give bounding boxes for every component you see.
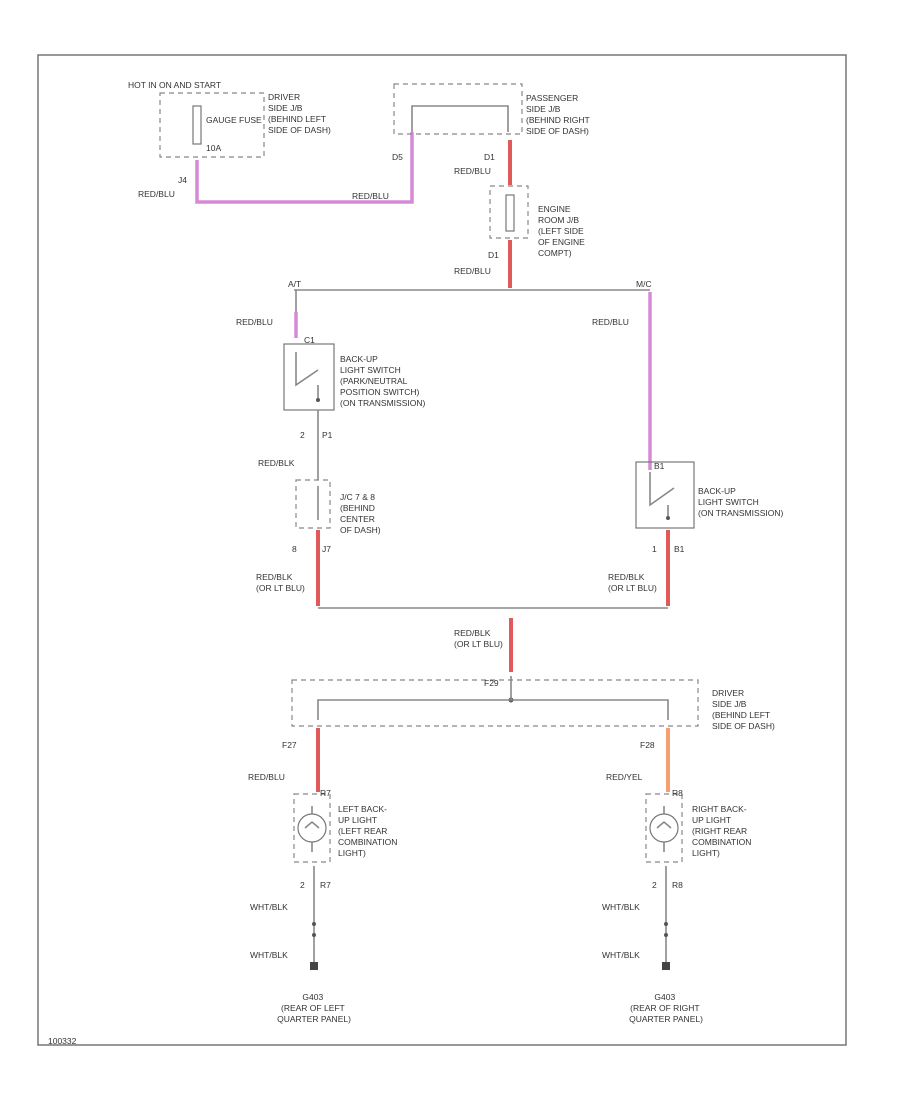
engine-jb-box <box>489 185 529 239</box>
engine-jb-fusible <box>505 194 515 232</box>
left-lamp-label: LEFT BACK- UP LIGHT (LEFT REAR COMBINATI… <box>338 804 400 858</box>
mc-switch-pivot <box>666 516 670 520</box>
wire-color-mc-side: RED/BLK (OR LT BLU) <box>608 572 657 593</box>
right-lamp-box <box>645 793 683 863</box>
wire-color-red-blu-2: RED/BLU <box>352 191 389 201</box>
passenger-jb-box <box>393 83 523 135</box>
wire-color-red-blu-4: RED/BLU <box>454 266 491 276</box>
at-switch-label: BACK-UP LIGHT SWITCH (PARK/NEUTRAL POSIT… <box>340 354 425 408</box>
wire-color-wht-blk-1: WHT/BLK <box>250 902 288 912</box>
trans-at-label: A/T <box>288 279 301 289</box>
wire-color-red-yel: RED/YEL <box>606 772 643 782</box>
wire-color-red-blu-3: RED/BLU <box>454 166 491 176</box>
conn-f27: F27 <box>282 740 297 750</box>
fuse-header-label: HOT IN ON AND START <box>128 80 221 90</box>
diagram-footer-code: 100332 <box>48 1036 77 1046</box>
driver-jb-top-label: DRIVER SIDE J/B (BEHIND LEFT SIDE OF DAS… <box>268 92 331 135</box>
trans-mc-label: M/C <box>636 279 652 289</box>
left-ground-label: G403 (REAR OF LEFT QUARTER PANEL) <box>277 992 351 1024</box>
at-switch-pivot <box>316 398 320 402</box>
pin-2-r8: 2 <box>652 880 657 890</box>
at-switch-box <box>283 343 335 411</box>
conn-r7-top: R7 <box>320 788 331 798</box>
mc-switch-contacts <box>649 472 675 518</box>
conn-d1-mid: D1 <box>488 250 499 260</box>
right-lamp-bulb-icon <box>649 813 679 843</box>
conn-d5: D5 <box>392 152 403 162</box>
mc-switch-label: BACK-UP LIGHT SWITCH (ON TRANSMISSION) <box>698 486 783 518</box>
right-ground-symbol <box>662 962 670 970</box>
wire-color-red-blu-7: RED/BLU <box>248 772 285 782</box>
conn-b1-top: B1 <box>654 461 665 471</box>
left-connector-dot-2 <box>312 933 316 937</box>
left-lamp-bulb-icon <box>297 813 327 843</box>
driver-jb-bottom-label: DRIVER SIDE J/B (BEHIND LEFT SIDE OF DAS… <box>712 688 775 731</box>
left-connector-dot-1 <box>312 922 316 926</box>
right-lamp-filament <box>656 806 672 852</box>
conn-b1: B1 <box>674 544 685 554</box>
conn-f29: F29 <box>484 678 499 688</box>
conn-c1: C1 <box>304 335 315 345</box>
conn-j7: J7 <box>322 544 331 554</box>
left-lamp-filament <box>304 806 320 852</box>
driver-jb-fuse-box <box>159 92 265 158</box>
engine-jb-label: ENGINE ROOM J/B (LEFT SIDE OF ENGINE COM… <box>538 204 587 258</box>
fuse-amp-label: 10A <box>206 143 221 153</box>
wire-pink-fuse-to-passenger-jb <box>195 132 414 204</box>
driver-jb-bottom-bus <box>317 676 669 720</box>
passenger-jb-label: PASSENGER SIDE J/B (BEHIND RIGHT SIDE OF… <box>526 93 592 136</box>
pin-8-j7: 8 <box>292 544 297 554</box>
at-switch-contacts <box>295 352 319 400</box>
fuse-name-label: GAUGE FUSE <box>206 115 262 125</box>
conn-d1-top: D1 <box>484 152 495 162</box>
jc-label: J/C 7 & 8 (BEHIND CENTER OF DASH) <box>340 492 381 535</box>
pin-2-r7: 2 <box>300 880 305 890</box>
wire-color-wht-blk-4: WHT/BLK <box>602 950 640 960</box>
mc-switch-box <box>635 461 695 529</box>
wire-color-red-blu-5: RED/BLU <box>236 317 273 327</box>
right-connector-dot-1 <box>664 922 668 926</box>
driver-jb-bottom-box <box>291 679 699 727</box>
conn-r8-bot: R8 <box>672 880 683 890</box>
left-ground-symbol <box>310 962 318 970</box>
pin-1-b1: 1 <box>652 544 657 554</box>
wire-color-red-blk-1: RED/BLK <box>258 458 295 468</box>
wire-color-wht-blk-2: WHT/BLK <box>250 950 288 960</box>
wire-color-at-side: RED/BLK (OR LT BLU) <box>256 572 305 593</box>
passenger-jb-bus <box>411 105 509 132</box>
wire-color-red-blu-6: RED/BLU <box>592 317 629 327</box>
pin-2-p1: 2 <box>300 430 305 440</box>
diagram-border <box>37 54 847 1046</box>
fuse-symbol <box>192 105 202 145</box>
wire-color-wht-blk-3: WHT/BLK <box>602 902 640 912</box>
left-lamp-box <box>293 793 331 863</box>
conn-r7-bot: R7 <box>320 880 331 890</box>
conn-p1: P1 <box>322 430 333 440</box>
right-ground-label: G403 (REAR OF RIGHT QUARTER PANEL) <box>629 992 703 1024</box>
wire-color-red-blu-1: RED/BLU <box>138 189 175 199</box>
right-connector-dot-2 <box>664 933 668 937</box>
conn-r8-top: R8 <box>672 788 683 798</box>
right-lamp-label: RIGHT BACK- UP LIGHT (RIGHT REAR COMBINA… <box>692 804 754 858</box>
conn-f28: F28 <box>640 740 655 750</box>
conn-j4: J4 <box>178 175 187 185</box>
wire-color-center: RED/BLK (OR LT BLU) <box>454 628 503 649</box>
jc-box <box>295 479 331 529</box>
